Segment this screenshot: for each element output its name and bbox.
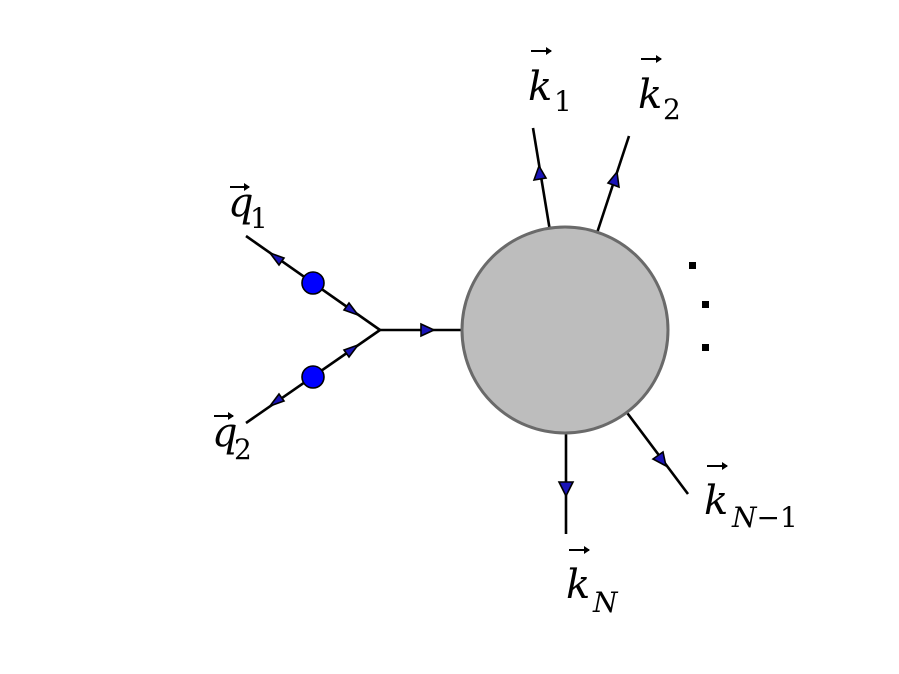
label-k1-sub: 1 [554,85,572,118]
label-k2: k 2 [638,55,681,126]
label-kN-1-sub: N−1 [731,501,798,534]
ellipsis-dots [689,262,709,351]
label-kN-1: k N−1 [704,462,798,534]
arrow-q1-outer [267,251,286,267]
label-kN-base: k [566,562,590,608]
label-q1-sub: 1 [250,202,268,235]
label-kN: k N [566,546,619,619]
incoming-line-q1 [245,234,381,332]
vertex-dot-q1 [301,271,325,295]
label-k2-base: k [638,72,662,118]
arrow-merged [420,322,436,338]
label-kN-1-base: k [704,478,728,524]
label-q2-sub: 2 [234,433,252,466]
label-q1: q 1 [228,180,268,235]
vertex-dot-q2 [301,365,325,389]
arrow-k1 [532,164,548,182]
label-kN-sub: N [592,586,619,619]
incoming-line-q2 [245,328,381,425]
label-k1-base: k [528,64,552,110]
outgoing-line-k2 [594,135,631,237]
label-k1: k 1 [528,47,572,118]
outgoing-line-k1 [531,127,552,232]
label-q2: q 2 [212,410,252,466]
label-q2-base: q [212,410,238,456]
arrow-q2-outer [267,392,286,408]
arrow-k2 [606,170,620,189]
interaction-blob [460,225,670,435]
outgoing-line-kN-1 [623,409,690,495]
merged-line [380,322,464,338]
outgoing-line-kN [557,428,575,534]
arrow-kN-1 [651,450,668,468]
label-k2-sub: 2 [663,93,681,126]
arrow-q2-inner [342,343,361,359]
arrow-q1-inner [342,301,361,317]
arrow-kN [557,481,575,498]
